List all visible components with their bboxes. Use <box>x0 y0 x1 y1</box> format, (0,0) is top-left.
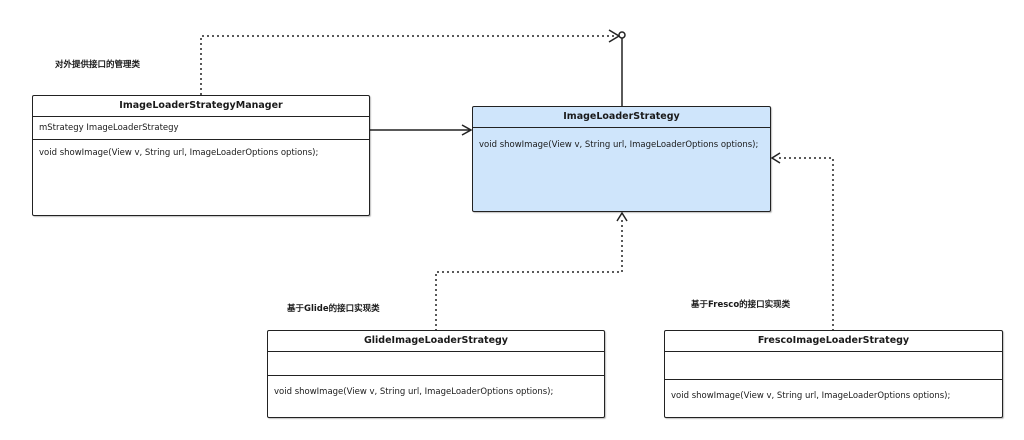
class-name: FrescoImageLoaderStrategy <box>665 331 1002 352</box>
class-attribute <box>665 352 1002 380</box>
note-glide: 基于Glide的接口实现类 <box>287 304 380 314</box>
class-attribute <box>268 352 604 376</box>
note-manager: 对外提供接口的管理类 <box>55 60 141 70</box>
class-box-manager[interactable]: ImageLoaderStrategyManager mStrategy Ima… <box>32 95 370 216</box>
interface-lollipop <box>618 31 626 39</box>
dependency-line-manager <box>200 35 617 95</box>
class-operation: void showImage(View v, String url, Image… <box>479 140 759 150</box>
note-fresco: 基于Fresco的接口实现类 <box>691 300 791 310</box>
class-box-fresco[interactable]: FrescoImageLoaderStrategy void showImage… <box>664 330 1003 418</box>
class-attribute: mStrategy ImageLoaderStrategy <box>33 117 369 140</box>
class-operation: void showImage(View v, String url, Image… <box>671 391 951 401</box>
class-box-glide[interactable]: GlideImageLoaderStrategy void showImage(… <box>267 330 605 418</box>
association-arrowhead <box>461 124 473 136</box>
realization-line-glide <box>435 217 623 331</box>
class-name: GlideImageLoaderStrategy <box>268 331 604 352</box>
class-operation: void showImage(View v, String url, Image… <box>39 148 319 158</box>
class-name: ImageLoaderStrategyManager <box>33 96 369 117</box>
class-operation: void showImage(View v, String url, Image… <box>274 387 554 397</box>
realization-arrowhead-fresco <box>770 152 781 164</box>
realization-line-fresco <box>776 157 834 331</box>
class-name: ImageLoaderStrategy <box>473 107 770 128</box>
realization-arrowhead-glide <box>616 211 628 222</box>
class-box-strategy[interactable]: ImageLoaderStrategy void showImage(View … <box>472 106 771 212</box>
